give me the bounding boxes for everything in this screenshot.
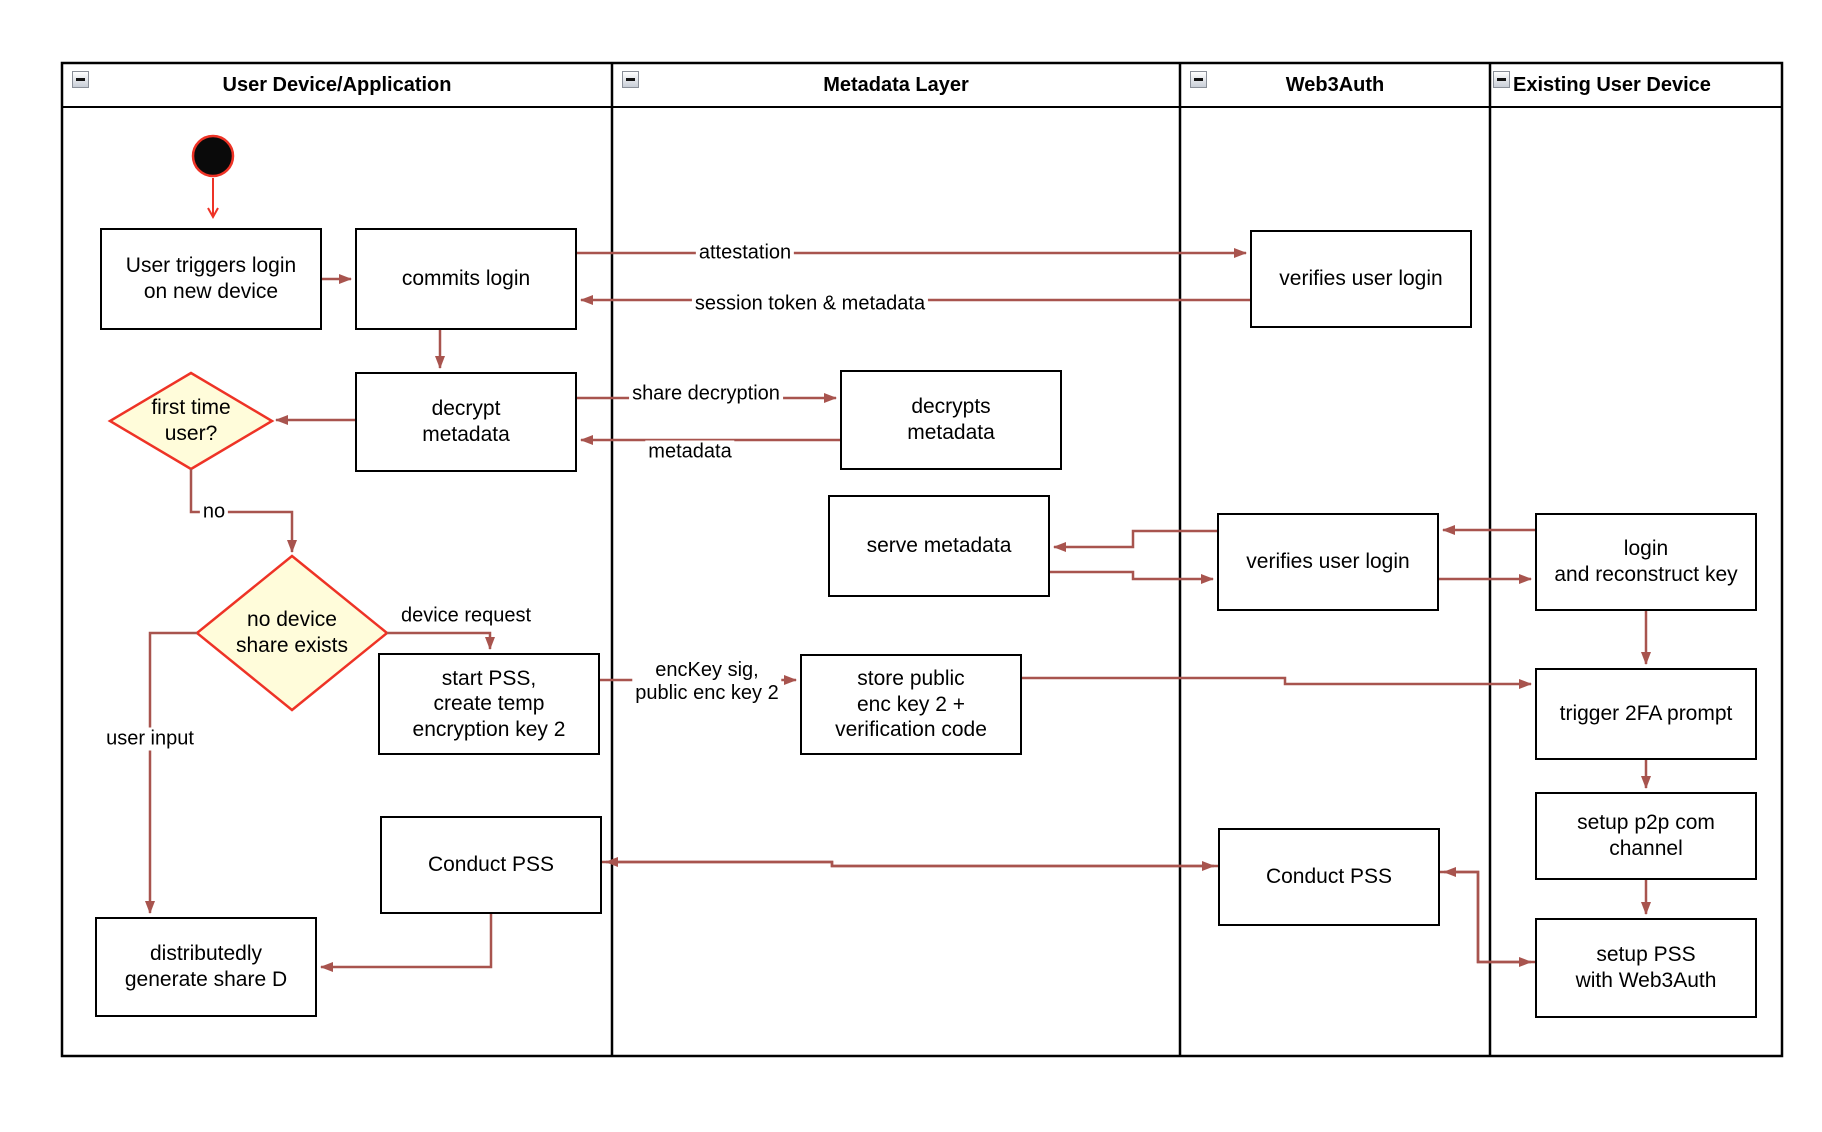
lane-title: User Device/Application [222,73,452,96]
decision-no-device-share-label: no device share exists [235,608,349,657]
edge-label-device-request: device request [400,604,532,627]
node-verify-login-top[interactable]: verifies user login [1250,230,1472,328]
node-distributed-share[interactable]: distributedly generate share D [95,917,317,1017]
edge-conductweb3-to-setuppss [1440,870,1532,967]
node-setup-pss[interactable]: setup PSS with Web3Auth [1535,918,1757,1018]
node-setup-p2p[interactable]: setup p2p com channel [1535,792,1757,880]
lane-title: Web3Auth [1285,73,1385,96]
node-decrypt-metadata[interactable]: decrypt metadata [355,372,577,472]
node-store-public[interactable]: store public enc key 2 + verification co… [800,654,1022,755]
edge-no-branch [189,469,297,553]
node-login-reconstruct[interactable]: login and reconstruct key [1535,513,1757,611]
edge-label-share-decryption: share decryption [629,382,783,406]
lane-title: Metadata Layer [823,73,969,96]
decision-no-device-share[interactable] [195,554,389,712]
decision-first-time-user-label: first time user? [151,396,231,445]
lane-title: Existing User Device [1513,73,1711,96]
edge-user-input [145,631,197,914]
edge-conductweb3-to-conductuser [605,857,1218,868]
swimlane-frame [60,61,1784,1058]
lane-header-web3auth: Web3Auth [1180,63,1490,107]
node-serve-metadata[interactable]: serve metadata [828,495,1050,597]
edge-label-metadata: metadata [645,440,735,464]
edge-conduct-to-distributed [320,914,493,972]
edge-store-to-2fa [1022,676,1532,689]
edge-device-request [387,631,495,650]
node-verify-login-mid[interactable]: verifies user login [1217,513,1439,611]
lane-header-user-device: User Device/Application [62,63,612,107]
pool-border [60,61,1784,1058]
node-trigger-2fa[interactable]: trigger 2FA prompt [1535,668,1757,760]
edge-label-session-token: session token & metadata [691,292,929,316]
minus-icon [1194,78,1203,81]
node-conduct-pss-web3[interactable]: Conduct PSS [1218,828,1440,926]
collapse-lane-icon[interactable] [1190,71,1207,88]
edge-verify-to-serve [1053,529,1217,552]
edge-label-user-input: user input [103,727,197,751]
edge-label-no: no [199,500,229,524]
collapse-lane-icon[interactable] [1493,71,1510,88]
node-start-pss[interactable]: start PSS, create temp encryption key 2 [378,653,600,755]
node-trigger-login[interactable]: User triggers login on new device [100,228,322,330]
edge-setuppss-to-conductweb3 [1443,867,1535,964]
node-commit-login[interactable]: commits login [355,228,577,330]
edge-label-enckey: encKey sig, public enc key 2 [632,659,782,705]
minus-icon [626,78,635,81]
minus-icon [1497,78,1506,81]
collapse-lane-icon[interactable] [72,71,89,88]
start-node[interactable] [191,134,235,178]
node-decrypts-metadata[interactable]: decrypts metadata [840,370,1062,470]
lane-header-existing-device: Existing User Device [1490,63,1782,107]
node-conduct-pss-user[interactable]: Conduct PSS [380,816,602,914]
lane-header-metadata-layer: Metadata Layer [612,63,1180,107]
edge-label-attestation: attestation [695,241,795,265]
minus-icon [76,78,85,81]
collapse-lane-icon[interactable] [622,71,639,88]
edge-serve-to-verify [1050,570,1214,584]
